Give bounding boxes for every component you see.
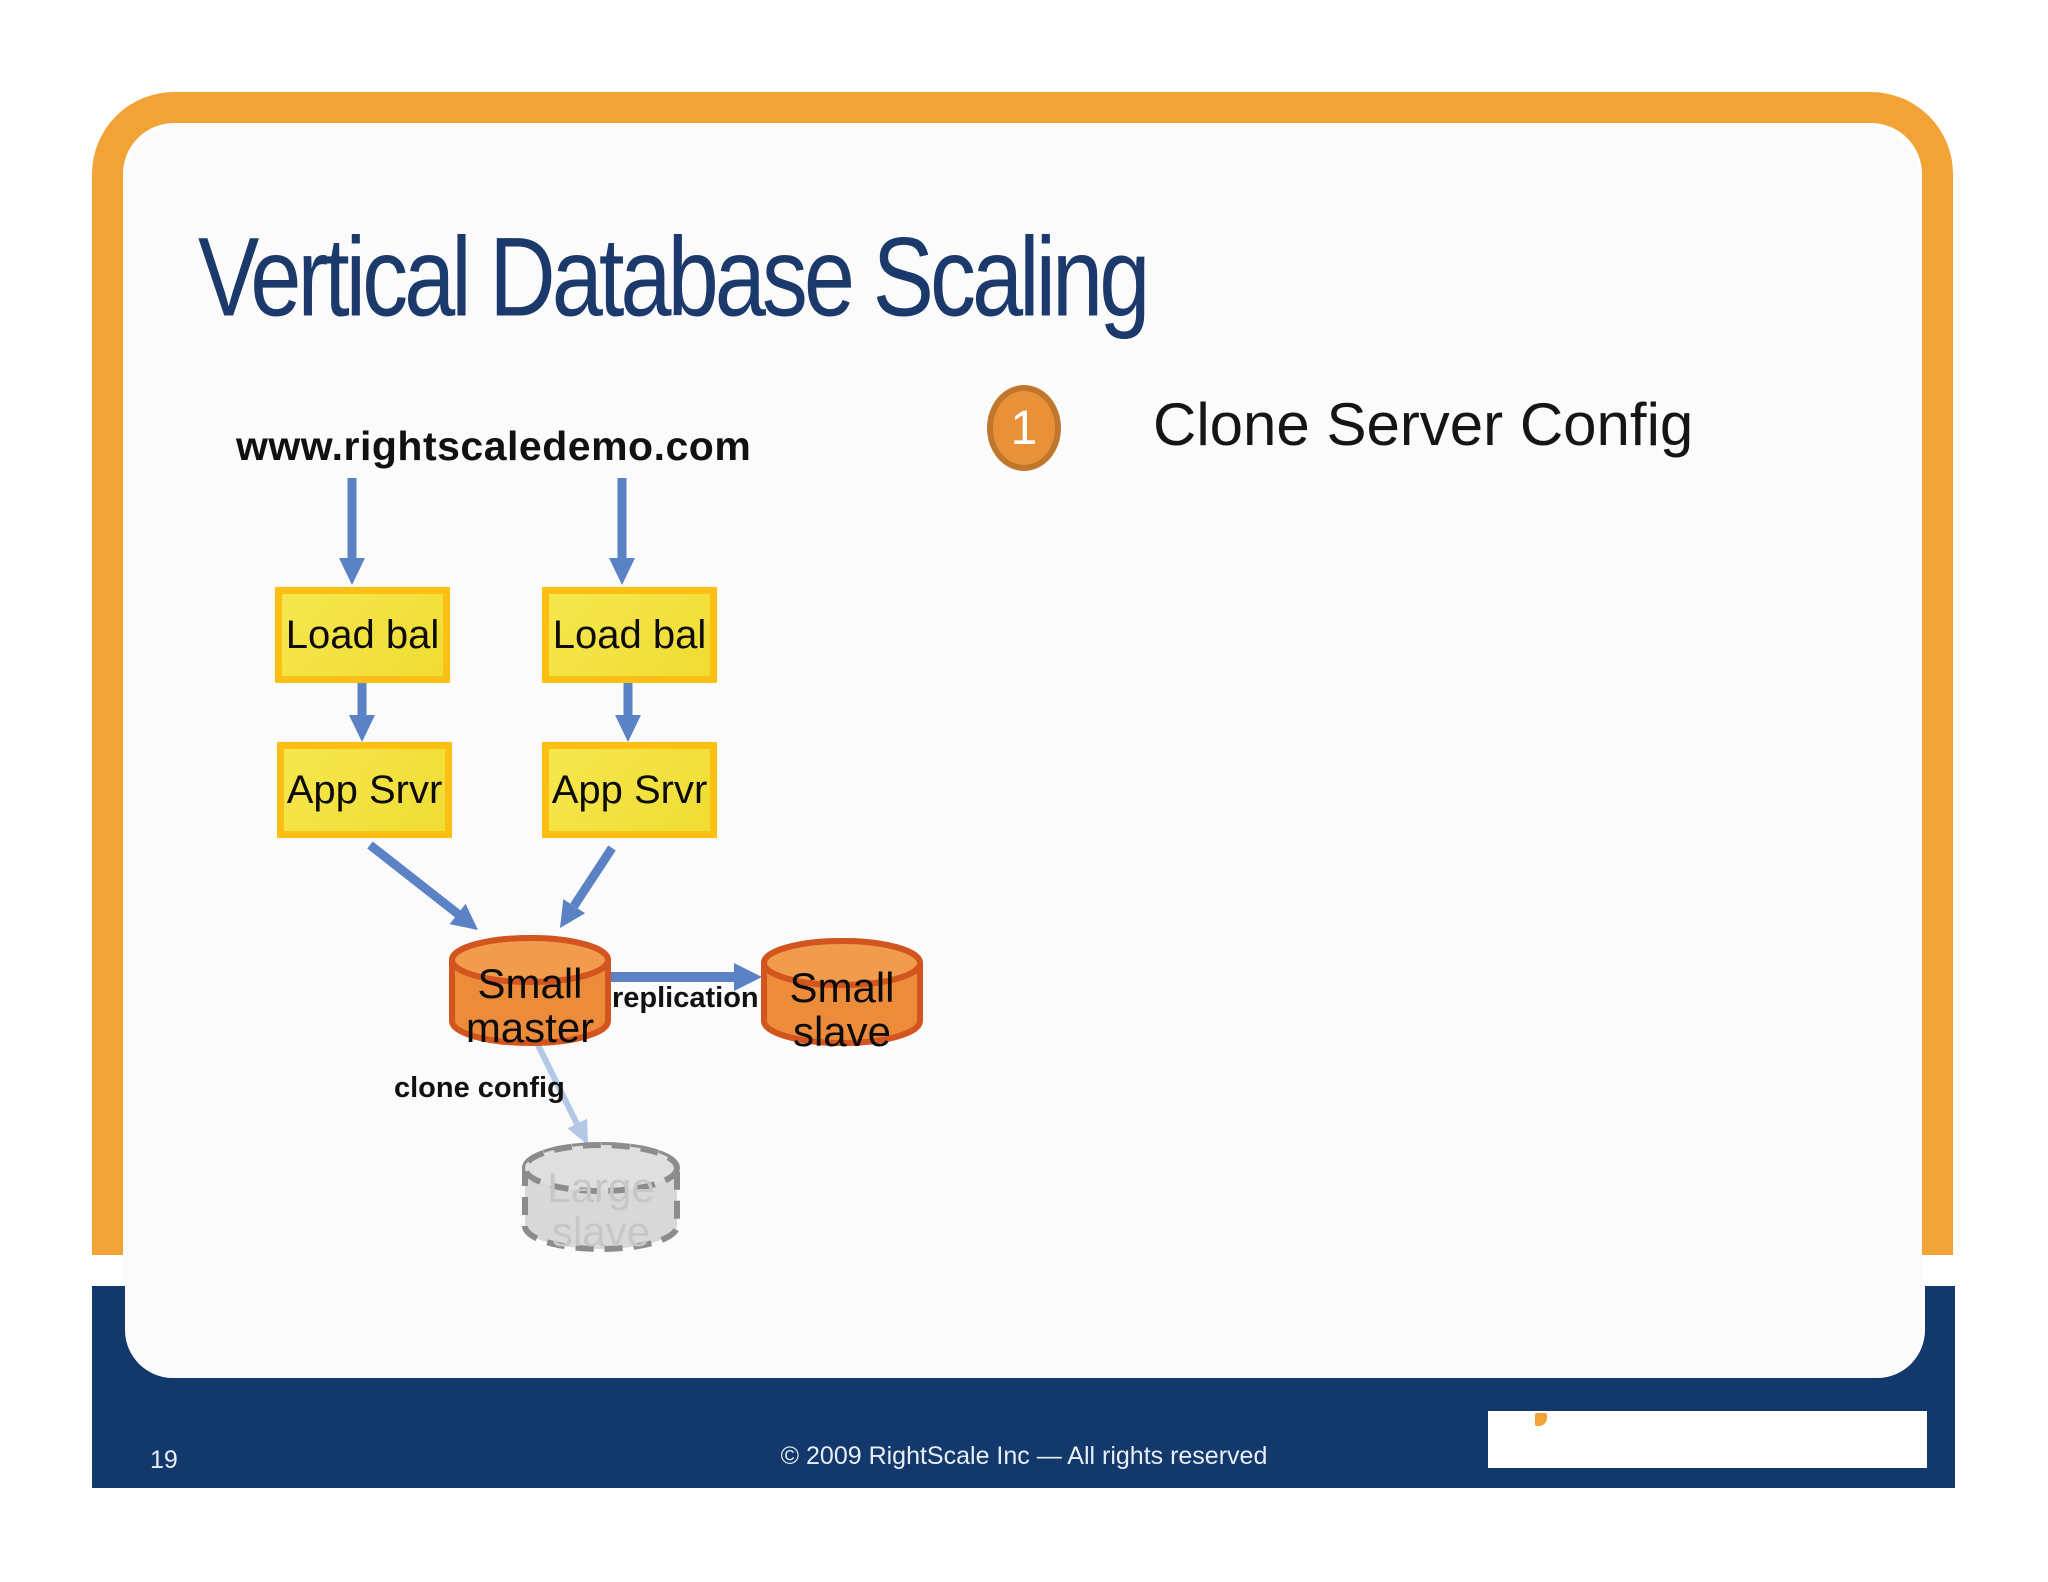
step-label: Clone Server Config xyxy=(1153,391,1694,458)
arrow-lb2-to-as2 xyxy=(615,683,641,742)
database-cylinder-small-slave xyxy=(761,938,923,1046)
database-cylinder-master xyxy=(449,935,611,1046)
database-cylinder-large-slave xyxy=(522,1142,680,1252)
slide-title: Vertical Database Scaling xyxy=(198,215,1150,340)
master-db-line1: Small xyxy=(477,960,583,1007)
step-number: 1 xyxy=(1010,401,1038,455)
large-slave-db-line2: slave xyxy=(551,1208,651,1255)
load-balancer-box-1: Load bal xyxy=(275,587,450,683)
small-slave-db-label: Small slave xyxy=(762,966,922,1054)
app-server-box-2: App Srvr xyxy=(542,742,717,838)
arrow-domain-to-lb2 xyxy=(609,478,635,585)
large-slave-db-line1: Large xyxy=(547,1164,655,1211)
arrow-replication xyxy=(610,963,762,991)
arrow-domain-to-lb1 xyxy=(339,478,365,585)
domain-label: www.rightscaledemo.com xyxy=(236,423,752,469)
master-db-line2: master xyxy=(465,1004,595,1051)
load-balancer-label: Load bal xyxy=(285,612,440,657)
app-server-label: App Srvr xyxy=(551,767,708,812)
large-slave-db-label: Large slave xyxy=(521,1166,681,1254)
rightscale-logo-box xyxy=(1488,1411,1927,1468)
clone-config-label: clone config xyxy=(394,1072,565,1104)
app-server-box-1: App Srvr xyxy=(277,742,452,838)
load-balancer-label: Load bal xyxy=(552,612,707,657)
arrow-clone-config xyxy=(534,1041,588,1145)
master-db-label: Small master xyxy=(450,962,610,1050)
rightscale-logo-mark-icon xyxy=(1535,1413,1547,1426)
copyright-text: © 2009 RightScale Inc — All rights reser… xyxy=(780,1442,1268,1470)
page-number: 19 xyxy=(150,1446,178,1474)
load-balancer-box-2: Load bal xyxy=(542,587,717,683)
arrow-as2-to-master xyxy=(560,845,616,928)
step-number-badge: 1 xyxy=(987,385,1061,471)
replication-label: replication xyxy=(612,982,759,1014)
app-server-label: App Srvr xyxy=(286,767,443,812)
small-slave-db-line1: Small xyxy=(789,964,895,1011)
orange-frame xyxy=(92,92,1953,1255)
arrow-as1-to-master xyxy=(367,841,478,930)
arrow-lb1-to-as1 xyxy=(349,683,375,742)
small-slave-db-line2: slave xyxy=(792,1008,892,1055)
